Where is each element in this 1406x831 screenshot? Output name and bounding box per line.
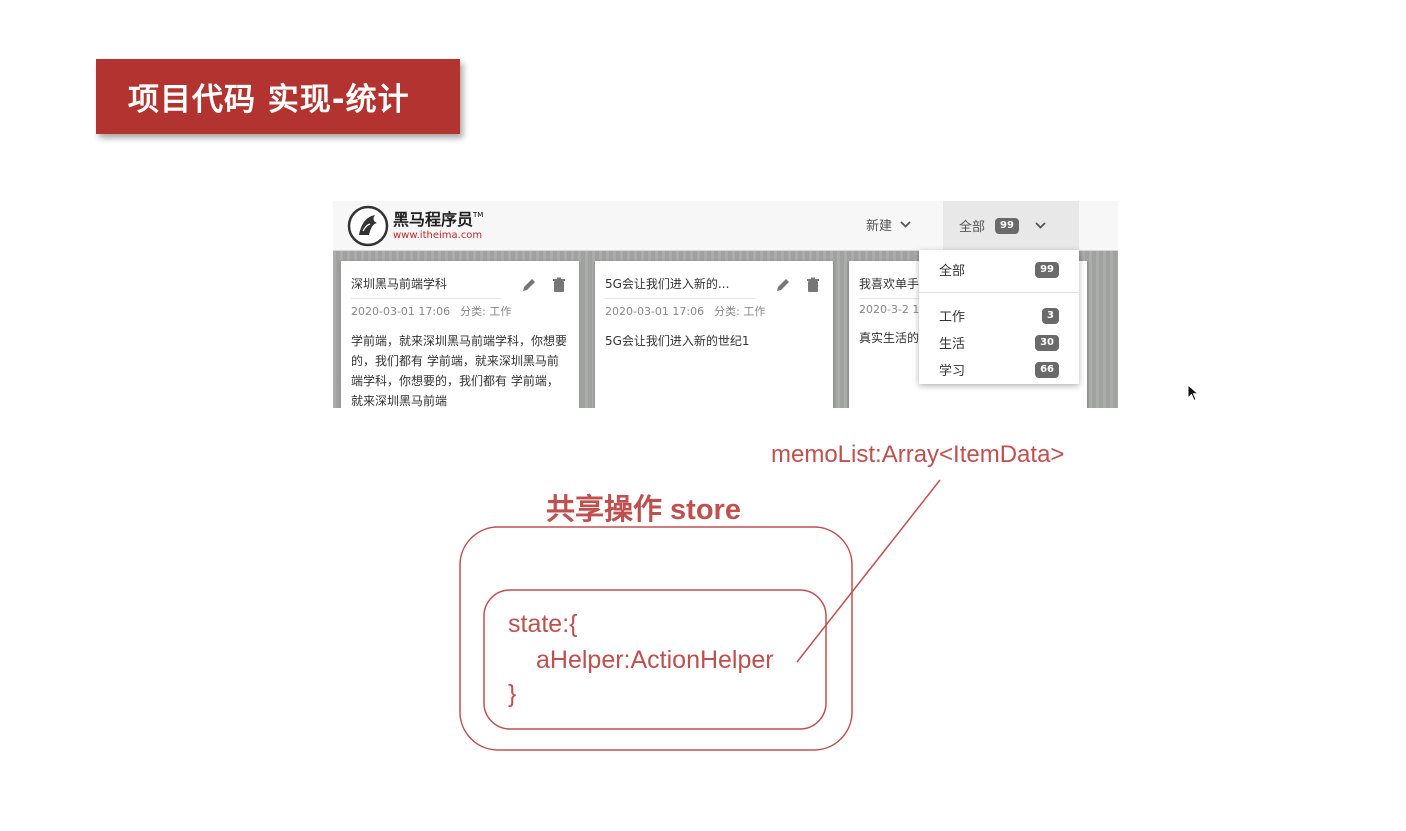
memo-card-date: 2020-03-01 17:06 bbox=[351, 305, 451, 318]
memo-card-title: 深圳黑马前端学科 bbox=[351, 277, 448, 291]
delete-trash-icon[interactable] bbox=[805, 277, 821, 293]
chevron-down-icon bbox=[1035, 222, 1046, 229]
memo-card-category: 分类: 工作 bbox=[460, 305, 512, 318]
dropdown-item-label: 学习 bbox=[939, 364, 966, 379]
delete-trash-icon[interactable] bbox=[551, 277, 567, 293]
app-screenshot: 黑马程序员TM www.itheima.com 新建 全部 99 深圳黑马前端学… bbox=[333, 201, 1118, 408]
filter-all-label: 全部 bbox=[959, 220, 986, 235]
state-open-label: state:{ bbox=[508, 610, 578, 638]
dropdown-divider bbox=[919, 292, 1079, 293]
memo-card-title: 我喜欢单手 bbox=[859, 277, 920, 291]
dropdown-item-label: 工作 bbox=[939, 310, 966, 325]
dropdown-item-label: 生活 bbox=[939, 337, 966, 352]
dropdown-item-study[interactable]: 学习 66 bbox=[939, 360, 1059, 379]
memo-list-label: memoList:Array<ItemData> bbox=[771, 441, 1065, 468]
dropdown-item-all[interactable]: 全部 99 bbox=[939, 260, 1059, 279]
new-menu-button[interactable]: 新建 bbox=[866, 215, 911, 234]
memo-card-body: 5G会让我们进入新的世纪1 bbox=[605, 334, 750, 348]
category-dropdown: 全部 99 工作 3 生活 30 学习 66 bbox=[919, 250, 1079, 384]
memo-card-body: 真实生活的 bbox=[859, 331, 920, 345]
dropdown-count-badge: 99 bbox=[1035, 261, 1059, 278]
slide-title: 项目代码 实现-统计 bbox=[96, 59, 460, 134]
divider bbox=[351, 298, 501, 299]
state-close-label: } bbox=[508, 680, 517, 708]
logo-name: 黑马程序员 bbox=[393, 209, 474, 229]
dropdown-item-work[interactable]: 工作 3 bbox=[939, 306, 1059, 325]
memo-card[interactable]: 深圳黑马前端学科 2020-03-01 17:06 分类: 工作 学前端，就来深圳… bbox=[341, 261, 579, 408]
state-inner-box bbox=[483, 589, 827, 730]
edit-pencil-icon[interactable] bbox=[775, 277, 791, 293]
logo-trademark: TM bbox=[473, 210, 484, 219]
store-outer-box bbox=[459, 526, 853, 751]
filter-all-button[interactable]: 全部 99 bbox=[943, 201, 1079, 250]
action-helper-label: aHelper:ActionHelper bbox=[536, 646, 774, 674]
memo-card-body: 学前端，就来深圳黑马前端学科，你想要的，我们都有 学前端，就来深圳黑马前端学科，… bbox=[351, 334, 568, 408]
divider bbox=[605, 298, 755, 299]
memo-card-date: 2020-3-2 18 bbox=[859, 303, 927, 316]
horse-logo-icon bbox=[347, 205, 389, 247]
new-menu-label: 新建 bbox=[866, 219, 893, 234]
mouse-cursor-icon bbox=[1187, 384, 1199, 402]
memo-card[interactable]: 5G会让我们进入新的... 2020-03-01 17:06 分类: 工作 5G会… bbox=[595, 261, 833, 408]
edit-pencil-icon[interactable] bbox=[521, 277, 537, 293]
dropdown-count-badge: 3 bbox=[1042, 307, 1059, 324]
dropdown-count-badge: 30 bbox=[1035, 334, 1059, 351]
logo-url: www.itheima.com bbox=[393, 229, 483, 241]
memo-card-category: 分类: 工作 bbox=[714, 305, 766, 318]
dropdown-count-badge: 66 bbox=[1035, 361, 1059, 378]
dropdown-item-life[interactable]: 生活 30 bbox=[939, 333, 1059, 352]
app-header: 黑马程序员TM www.itheima.com 新建 全部 99 bbox=[333, 201, 1118, 251]
memo-card-title: 5G会让我们进入新的... bbox=[605, 277, 730, 291]
logo[interactable]: 黑马程序员TM www.itheima.com bbox=[347, 205, 483, 247]
chevron-down-icon bbox=[900, 221, 911, 228]
memo-card-date: 2020-03-01 17:06 bbox=[605, 305, 705, 318]
dropdown-item-label: 全部 bbox=[939, 264, 966, 279]
filter-all-count-badge: 99 bbox=[995, 217, 1019, 234]
memo-connector-line bbox=[796, 479, 941, 663]
store-label: 共享操作 store bbox=[546, 494, 741, 526]
